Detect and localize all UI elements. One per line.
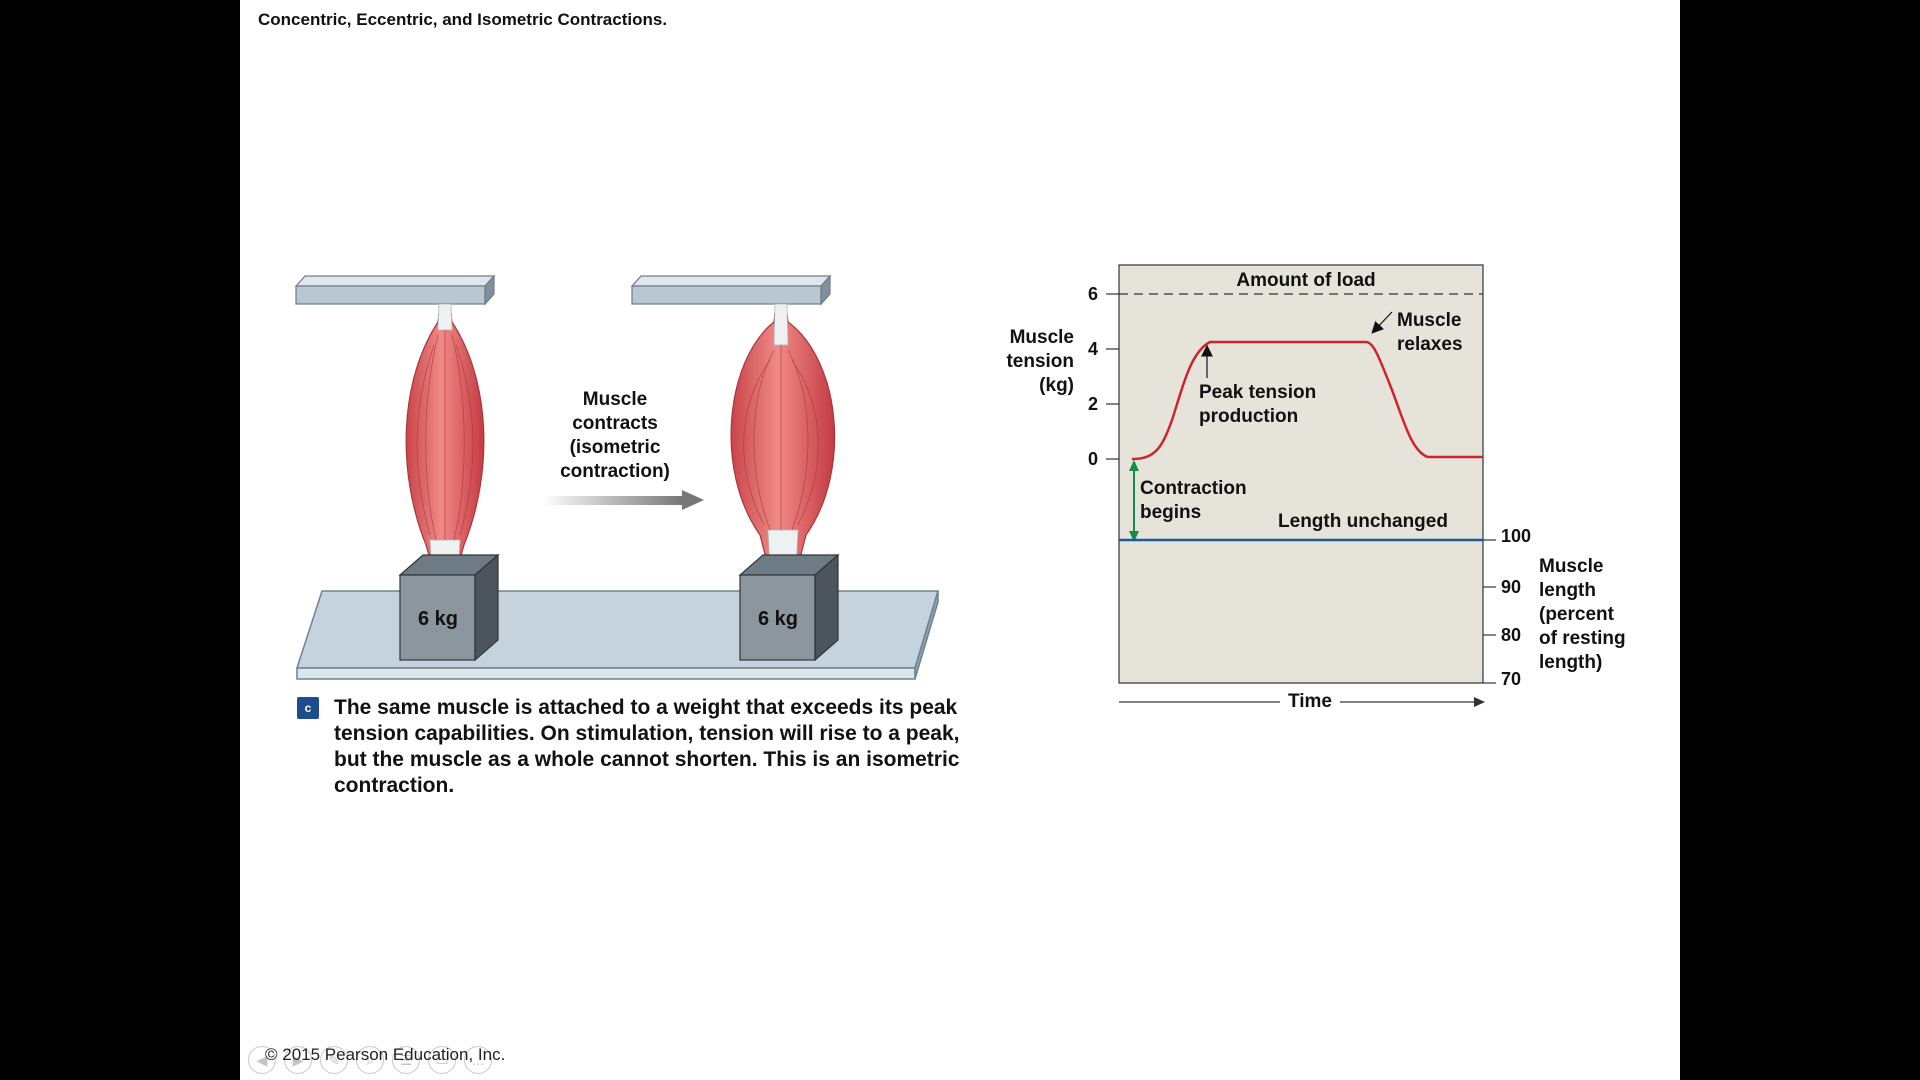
slide-title: Concentric, Eccentric, and Isometric Con… bbox=[258, 10, 668, 29]
svg-text:contraction): contraction) bbox=[560, 461, 670, 482]
annotation-peak-tension: Peak tension production bbox=[1199, 382, 1316, 427]
svg-text:Contraction: Contraction bbox=[1140, 478, 1247, 499]
ceiling-bar-right bbox=[630, 274, 832, 306]
transition-label: Muscle contracts (isometric contraction) bbox=[560, 389, 670, 482]
right-tick-70: 70 bbox=[1501, 669, 1521, 689]
left-tick-4: 4 bbox=[1088, 339, 1098, 359]
right-axis-ticks bbox=[1483, 539, 1496, 684]
next-slide-button[interactable]: ▶ bbox=[284, 1046, 312, 1074]
weight-label-left: 6 kg bbox=[418, 608, 458, 630]
ceiling-bar-left bbox=[294, 274, 496, 306]
load-label: Amount of load bbox=[1236, 270, 1375, 291]
svg-text:contracts: contracts bbox=[572, 413, 658, 434]
time-axis-label: Time bbox=[1288, 691, 1332, 712]
caption-letter-badge: c bbox=[297, 697, 319, 719]
transition-arrow bbox=[542, 490, 704, 510]
tension-length-graph: Amount of load 6 4 2 0 Muscle tension (k… bbox=[1006, 264, 1626, 712]
svg-text:Peak tension: Peak tension bbox=[1199, 382, 1316, 403]
right-tick-100: 100 bbox=[1501, 526, 1531, 546]
left-axis-ticks bbox=[1106, 293, 1119, 460]
graph-plot-area bbox=[1118, 264, 1484, 684]
left-tick-0: 0 bbox=[1088, 449, 1098, 469]
copyright-text: © 2015 Pearson Education, Inc. bbox=[265, 1045, 506, 1064]
muscle-left bbox=[405, 303, 485, 573]
left-tick-2: 2 bbox=[1088, 394, 1098, 414]
svg-text:Muscle: Muscle bbox=[1539, 556, 1603, 577]
annotation-contraction-begins: Contraction begins bbox=[1140, 478, 1247, 523]
contraction-begins-arrow bbox=[1129, 460, 1139, 542]
figure-illustration: 6 kg 6 kg Muscle contracts (isometric co… bbox=[294, 264, 1626, 712]
left-tick-6: 6 bbox=[1088, 284, 1098, 304]
svg-text:Muscle: Muscle bbox=[583, 389, 647, 410]
left-axis-title: Muscle tension (kg) bbox=[1006, 327, 1074, 396]
svg-text:production: production bbox=[1199, 406, 1298, 427]
tension-curve bbox=[1131, 340, 1483, 461]
previous-slide-button[interactable]: ◀ bbox=[248, 1046, 276, 1074]
more-options-button[interactable]: … bbox=[464, 1046, 492, 1074]
screen-button[interactable]: ▭ bbox=[428, 1046, 456, 1074]
svg-text:(isometric: (isometric bbox=[570, 437, 661, 458]
weight-block-left bbox=[398, 553, 500, 662]
svg-text:length: length bbox=[1539, 580, 1596, 601]
svg-text:Muscle: Muscle bbox=[1397, 310, 1461, 331]
svg-text:(kg): (kg) bbox=[1039, 375, 1074, 396]
svg-text:relaxes: relaxes bbox=[1397, 334, 1463, 355]
weight-block-right bbox=[738, 553, 840, 662]
svg-text:begins: begins bbox=[1140, 502, 1201, 523]
see-all-slides-button[interactable]: ☰ bbox=[392, 1046, 420, 1074]
zoom-button[interactable]: ⌕ bbox=[356, 1046, 384, 1074]
right-tick-80: 80 bbox=[1501, 625, 1521, 645]
length-unchanged-label: Length unchanged bbox=[1278, 511, 1448, 532]
base-platform bbox=[295, 590, 940, 680]
svg-text:tension: tension bbox=[1006, 351, 1074, 372]
svg-text:length): length) bbox=[1539, 652, 1602, 673]
annotation-muscle-relaxes: Muscle relaxes bbox=[1397, 310, 1463, 355]
caption-text: The same muscle is attached to a weight … bbox=[334, 696, 960, 797]
pen-tool-button[interactable]: ✎ bbox=[320, 1046, 348, 1074]
muscle-right bbox=[730, 303, 836, 573]
svg-text:Muscle: Muscle bbox=[1010, 327, 1074, 348]
weight-label-right: 6 kg bbox=[758, 608, 798, 630]
right-tick-90: 90 bbox=[1501, 577, 1521, 597]
right-axis-title: Muscle length (percent of resting length… bbox=[1539, 556, 1626, 673]
svg-text:of resting: of resting bbox=[1539, 628, 1626, 649]
slide: Concentric, Eccentric, and Isometric Con… bbox=[240, 0, 1680, 1080]
svg-text:(percent: (percent bbox=[1539, 604, 1615, 625]
slide-nav-controls: ◀ ▶ ✎ ⌕ ☰ ▭ … bbox=[248, 1046, 492, 1074]
